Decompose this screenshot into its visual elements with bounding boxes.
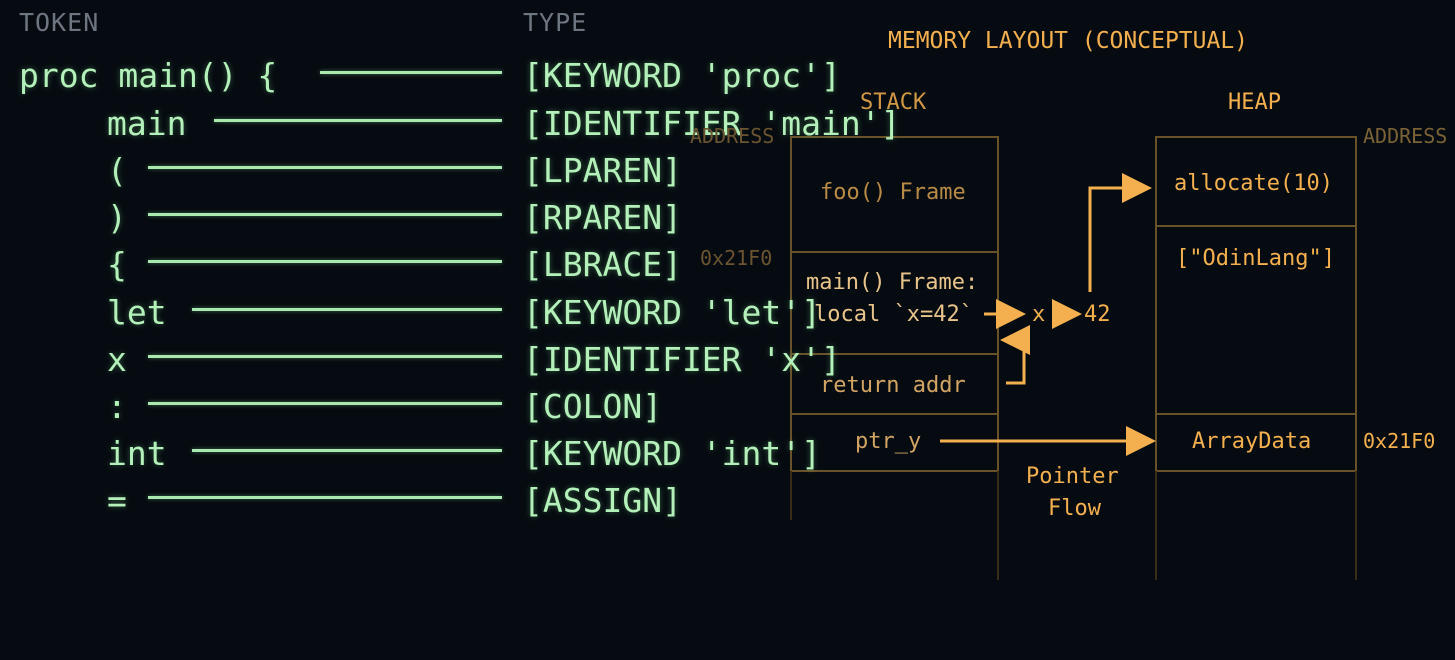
- token-type: [KEYWORD 'let']: [523, 293, 822, 332]
- flow-value: 42: [1084, 302, 1111, 327]
- connector-line: [214, 119, 502, 122]
- token-row: int [KEYWORD 'int']: [0, 426, 1455, 473]
- heap-cell-allocate: allocate(10): [1174, 171, 1333, 196]
- token-row: let [KEYWORD 'let']: [0, 285, 1455, 332]
- token-text: (: [107, 151, 127, 190]
- token-text: main: [107, 104, 187, 143]
- connector-line: [148, 213, 502, 216]
- token-type: [KEYWORD 'int']: [523, 434, 822, 473]
- connector-line: [148, 166, 502, 169]
- token-row: main [IDENTIFIER 'main']: [0, 96, 1455, 143]
- token-text: x: [107, 340, 127, 379]
- token-type: [COLON]: [523, 387, 663, 426]
- connector-line: [320, 71, 502, 74]
- token-type: [KEYWORD 'proc']: [523, 56, 841, 95]
- stack-label: STACK: [860, 90, 927, 115]
- stack-cell-return-addr: return addr: [820, 373, 966, 398]
- stack-cell-ptr-y: ptr_y: [855, 429, 922, 454]
- token-text: proc main() {: [19, 56, 278, 95]
- connector-line: [148, 355, 502, 358]
- stack-cell-main-frame: main() Frame:: [806, 270, 979, 295]
- token-row: ) [RPAREN]: [0, 190, 1455, 237]
- pointer-flow-label-2: Flow: [1048, 496, 1101, 521]
- type-column-header: TYPE: [523, 8, 588, 37]
- token-text: {: [107, 245, 127, 284]
- token-text: int: [107, 434, 167, 473]
- connector-line: [148, 496, 502, 499]
- token-type: [IDENTIFIER 'x']: [523, 340, 841, 379]
- heap-address: 0x21F0: [1363, 429, 1436, 453]
- token-row: x [IDENTIFIER 'x']: [0, 332, 1455, 379]
- address-label-left: ADDRESS: [690, 124, 775, 148]
- stack-cell-foo-frame: foo() Frame: [820, 180, 966, 205]
- token-row: : [COLON]: [0, 379, 1455, 426]
- flow-x-label: x: [1032, 302, 1046, 327]
- token-row: { [LBRACE]: [0, 237, 1455, 284]
- token-text: :: [107, 387, 127, 426]
- token-type: [IDENTIFIER 'main']: [523, 104, 901, 143]
- connector-line: [148, 402, 502, 405]
- token-row: proc main() { [KEYWORD 'proc']: [0, 48, 1455, 95]
- address-label-right: ADDRESS: [1363, 124, 1448, 148]
- token-row: ( [LPAREN]: [0, 143, 1455, 190]
- token-type: [RPAREN]: [523, 198, 682, 237]
- token-column-header: TOKEN: [19, 8, 100, 37]
- token-text: =: [107, 481, 127, 520]
- token-type: [LBRACE]: [523, 245, 682, 284]
- connector-line: [192, 449, 502, 452]
- heap-cell-string: ["OdinLang"]: [1176, 246, 1335, 271]
- token-text: let: [107, 293, 167, 332]
- token-type: [LPAREN]: [523, 151, 682, 190]
- token-row: = [ASSIGN]: [0, 473, 1455, 520]
- token-type: [ASSIGN]: [523, 481, 682, 520]
- heap-cell-array: ArrayData: [1192, 429, 1312, 454]
- pointer-flow-label-1: Pointer: [1026, 464, 1119, 489]
- memory-title: MEMORY LAYOUT (CONCEPTUAL): [888, 28, 1249, 54]
- heap-label: HEAP: [1228, 90, 1281, 115]
- stack-cell-local-x: local `x=42`: [814, 302, 973, 327]
- stack-address: 0x21F0: [700, 246, 773, 270]
- heap-column-box: [1155, 136, 1357, 472]
- connector-line: [192, 308, 502, 311]
- return-arrow: [1000, 325, 1030, 385]
- token-text: ): [107, 198, 127, 237]
- connector-line: [148, 260, 502, 263]
- allocate-arrow: [1088, 173, 1152, 292]
